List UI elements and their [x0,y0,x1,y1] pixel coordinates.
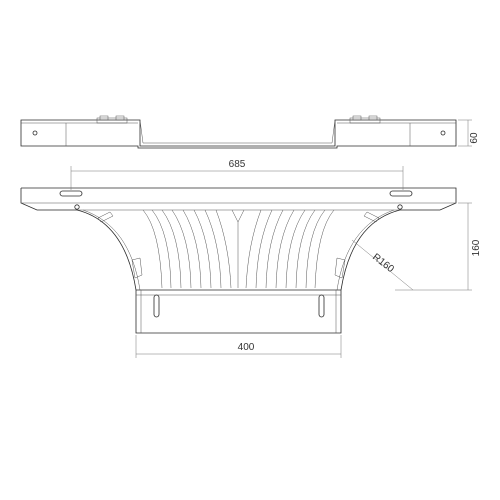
dimension-60: 60 [458,119,480,147]
slot-bottom-right [318,294,325,318]
dimension-685: 685 [70,159,404,190]
slot-top-right [389,190,413,197]
dimension-60-label: 60 [469,132,480,144]
slot-bottom-left [153,294,160,318]
dimension-400-label: 400 [238,342,255,353]
dimension-radius: R160 [351,239,414,291]
side-profile-view: 60 [20,115,480,149]
dimension-radius-label: R160 [370,252,396,276]
plan-view: 685 160 R160 400 [20,159,482,358]
dimension-685-label: 685 [229,159,246,170]
dimension-400: 400 [135,335,342,358]
side-hole-right [440,130,446,136]
side-hole-left [32,130,38,136]
dimension-160-label: 160 [471,239,482,256]
dimension-160: 160 [395,202,482,291]
slot-top-left [59,190,83,197]
